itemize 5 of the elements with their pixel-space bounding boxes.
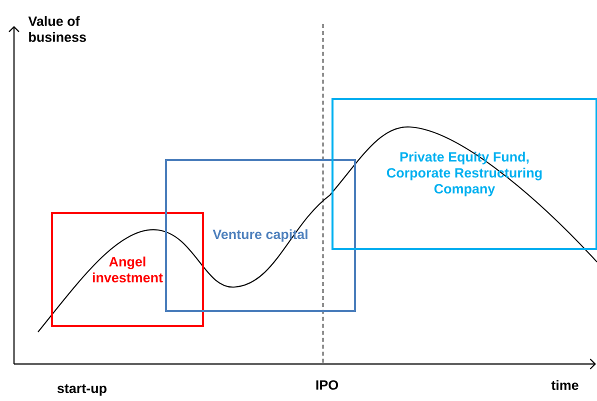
axis-label: IPO [316, 380, 338, 390]
axis-title: Value of business [28, 16, 86, 42]
axis-label: time [551, 380, 578, 390]
investor-box: Angel investment [51, 212, 204, 327]
axis-label: start-up [57, 384, 106, 396]
